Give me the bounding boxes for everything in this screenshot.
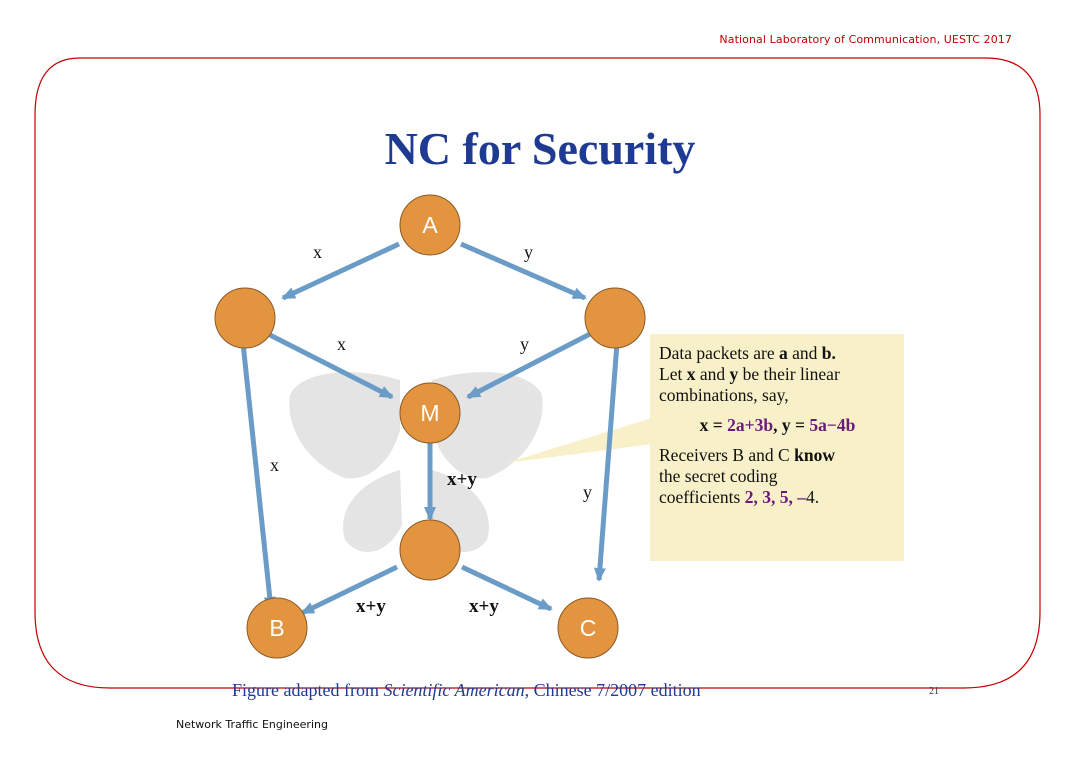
figure-caption: Figure adapted from Scientific American,… xyxy=(232,680,701,700)
slide-title: NC for Security xyxy=(384,123,696,174)
edge-label-left-b: x xyxy=(270,455,279,475)
edge-label-bottom-b: x+y xyxy=(356,596,386,617)
callout-pointer xyxy=(506,418,652,463)
page-number: 21 xyxy=(929,686,939,697)
callout-box: Data packets are a and b. Let x and y be… xyxy=(650,334,904,561)
arrow-a-to-right xyxy=(460,241,587,301)
arrow-left-to-m xyxy=(264,330,394,400)
callout-line-7: coefficients 2, 3, 5, –4. xyxy=(659,487,820,507)
course-name: Network Traffic Engineering xyxy=(176,718,328,731)
node-a-label: A xyxy=(422,212,438,238)
callout-line-6: the secret coding xyxy=(659,466,778,486)
arrow-a-to-left xyxy=(281,241,401,301)
node-m-label: M xyxy=(420,400,439,426)
node-right xyxy=(584,287,646,349)
node-bottom xyxy=(399,519,461,581)
node-c xyxy=(557,597,619,659)
edge-label-a-right: y xyxy=(524,242,533,262)
node-b xyxy=(246,597,308,659)
callout-equation: x = 2a+3b, y = 5a−4b xyxy=(699,415,856,435)
callout-line-5: Receivers B and C know xyxy=(659,445,835,465)
arrow-bottom-to-b xyxy=(300,564,399,616)
arrow-right-to-m xyxy=(466,331,592,400)
arrow-right-to-c xyxy=(593,342,620,582)
node-m xyxy=(399,382,461,444)
node-a xyxy=(399,194,461,256)
arrow-left-to-b xyxy=(240,342,276,611)
node-left xyxy=(214,287,276,349)
edge-label-bottom-c: x+y xyxy=(469,596,499,617)
callout-line-3: combinations, say, xyxy=(659,385,789,405)
edge-label-right-m: y xyxy=(520,334,529,354)
callout-line-1: Data packets are a and b. xyxy=(659,343,836,363)
edge-label-m-bottom: x+y xyxy=(447,469,477,490)
edge-label-right-c: y xyxy=(583,482,592,502)
edge-label-a-left: x xyxy=(313,242,322,262)
edge-label-left-m: x xyxy=(337,334,346,354)
node-b-label: B xyxy=(269,615,284,641)
header-institution: National Laboratory of Communication, UE… xyxy=(719,33,1012,46)
arrow-bottom-to-c xyxy=(460,564,553,612)
callout-line-2: Let x and y be their linear xyxy=(659,364,840,384)
node-c-label: C xyxy=(580,615,597,641)
